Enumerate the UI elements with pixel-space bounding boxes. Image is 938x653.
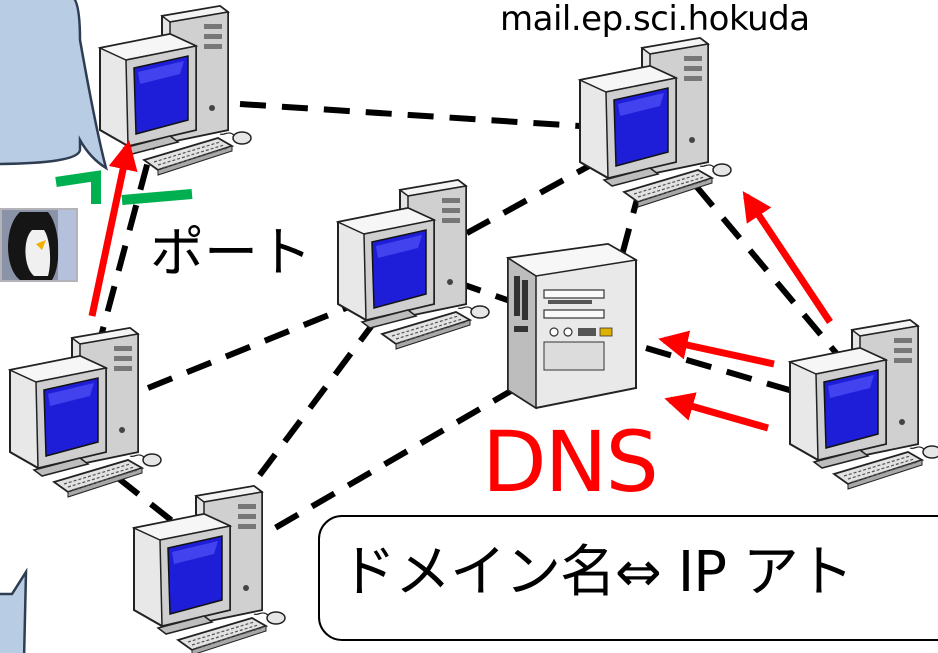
computer-icon-left bbox=[9, 327, 162, 498]
dns-description-text: ドメイン名⇔ IP アト bbox=[340, 540, 854, 605]
computer-icon-top-right bbox=[579, 37, 732, 208]
dns-description-box bbox=[318, 515, 938, 641]
dns-server-icon bbox=[507, 243, 637, 409]
computer-icon-center bbox=[337, 179, 490, 350]
speech-callout bbox=[0, 0, 109, 171]
arrow-to-top-left bbox=[88, 140, 138, 317]
arrow-to-top-right bbox=[742, 191, 833, 324]
dns-label: DNS bbox=[482, 413, 659, 511]
traffic-arrows bbox=[88, 140, 833, 432]
port-label: ポート bbox=[150, 221, 312, 284]
hostname-label: mail.ep.sci.hokuda bbox=[500, 0, 810, 39]
arrow-query-to-dns bbox=[658, 330, 775, 368]
port-mark bbox=[55, 170, 193, 205]
computer-icon-top-left bbox=[99, 5, 252, 176]
penguin-image bbox=[0, 208, 78, 282]
computer-icon-right bbox=[789, 319, 938, 490]
speech-callout-lower bbox=[0, 567, 28, 653]
arrow-reply-from-dns bbox=[664, 392, 769, 432]
